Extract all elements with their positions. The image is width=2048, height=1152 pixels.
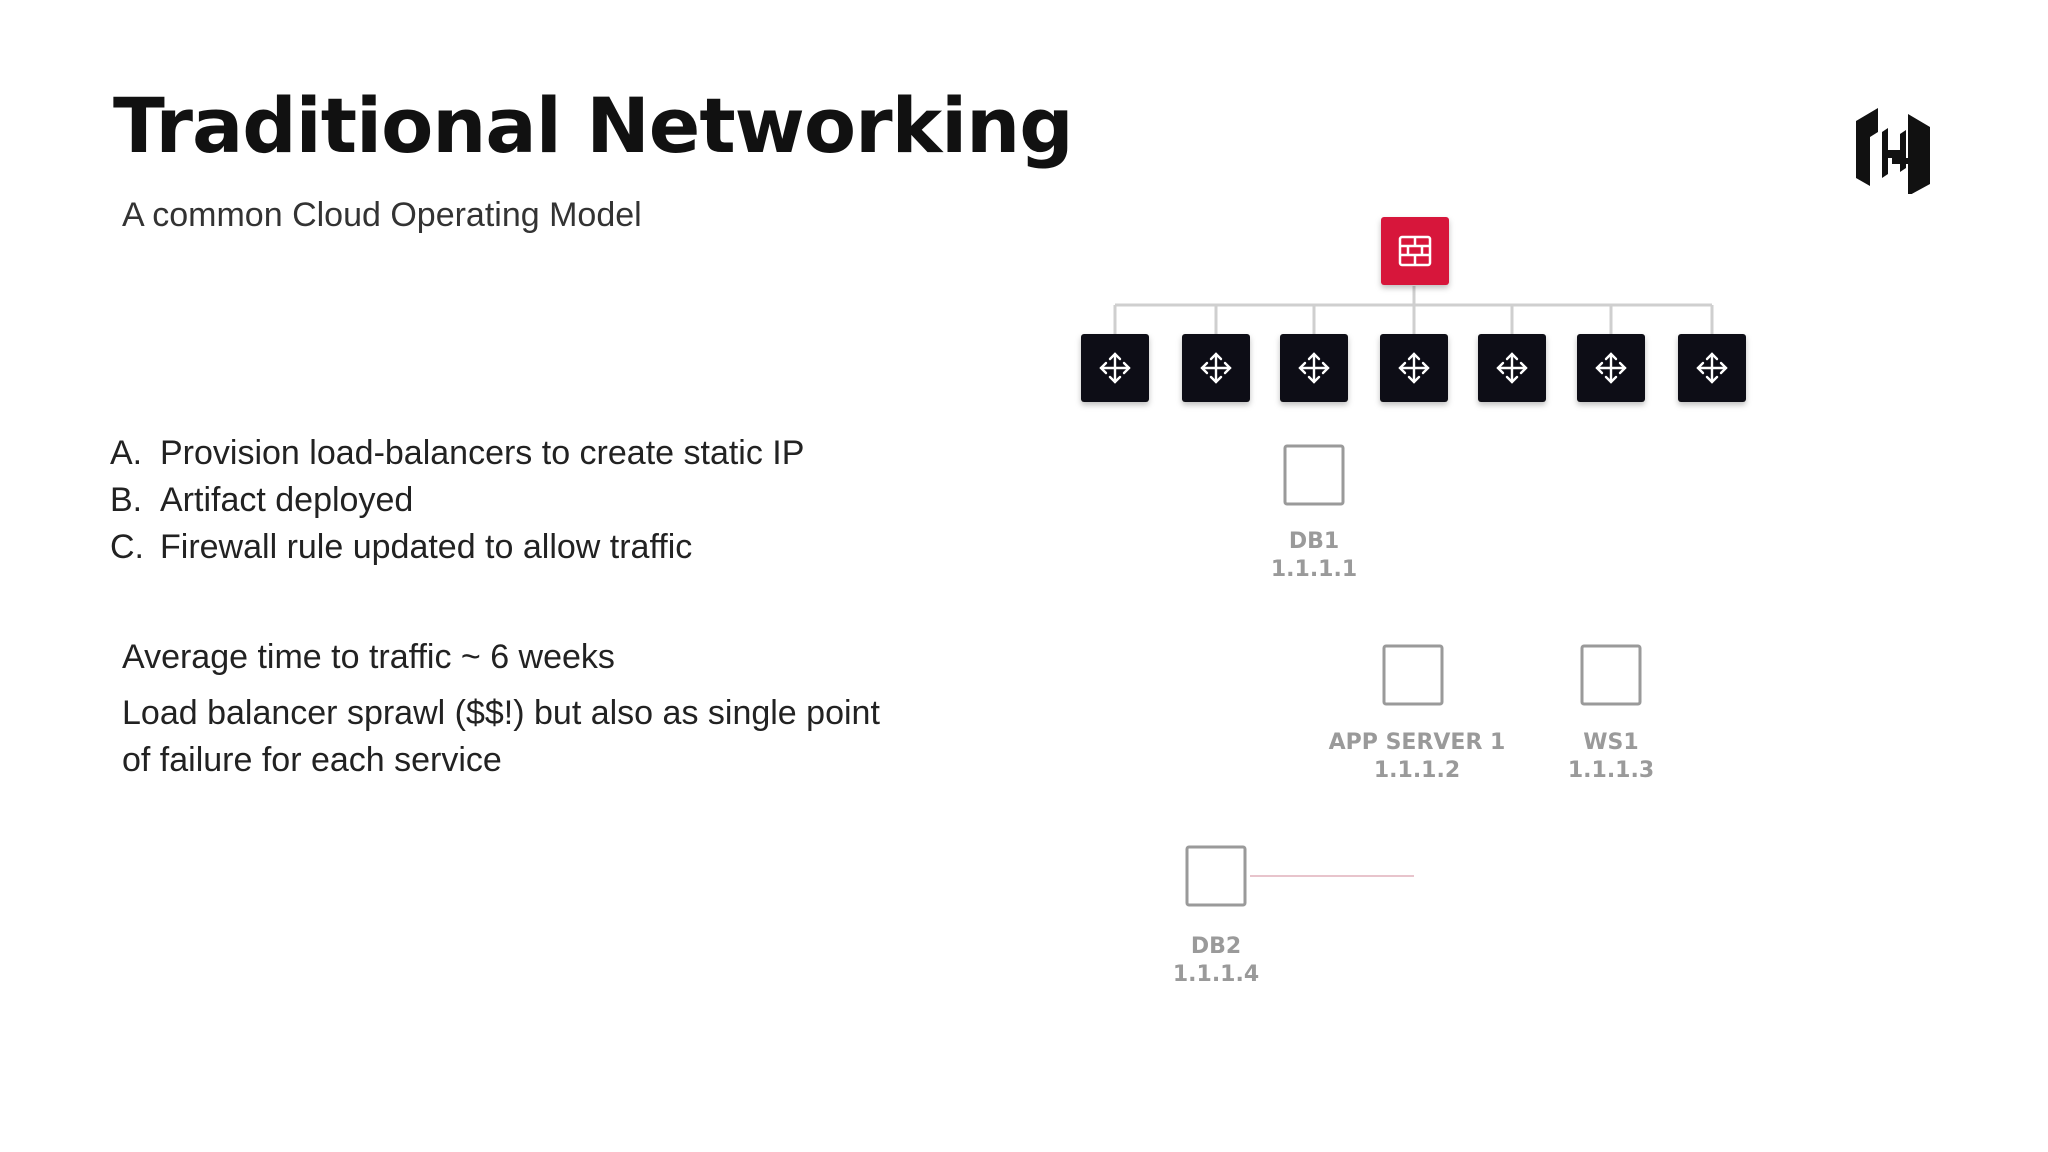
load-balancer-arrows-icon (1398, 352, 1430, 384)
step-letter: B. (110, 481, 143, 519)
node-name: WS1 (1583, 730, 1638, 755)
step-item: B. Artifact deployed (110, 477, 804, 524)
load-balancer (1577, 334, 1645, 402)
slide-title: Traditional Networking (113, 81, 1074, 170)
firewall-icon (1398, 235, 1432, 267)
load-balancer-arrows-icon (1595, 352, 1627, 384)
network-diagram: DB1 1.1.1.1 APP SERVER 1 1.1.1.2 WS1 1.1… (1070, 217, 1790, 988)
load-balancer-arrows-icon (1696, 352, 1728, 384)
step-letter: A. (110, 434, 143, 472)
node-ip: 1.1.1.2 (1374, 758, 1460, 783)
load-balancer (1182, 334, 1250, 402)
hashicorp-logo-icon (1856, 108, 1930, 194)
load-balancer (1678, 334, 1746, 402)
server-node-db1: DB1 1.1.1.1 (1264, 444, 1364, 583)
load-balancer-row (1081, 334, 1746, 402)
node-name: DB1 (1289, 529, 1339, 554)
server-node-db2: DB2 1.1.1.4 (1166, 845, 1266, 988)
step-letter: C. (110, 528, 144, 566)
step-text: Firewall rule updated to allow traffic (160, 528, 693, 566)
load-balancer-arrows-icon (1496, 352, 1528, 384)
step-text: Provision load-balancers to create stati… (160, 434, 805, 472)
step-item: C. Firewall rule updated to allow traffi… (110, 524, 804, 571)
load-balancer (1280, 334, 1348, 402)
node-ip: 1.1.1.4 (1173, 962, 1259, 987)
slide-subtitle: A common Cloud Operating Model (122, 196, 642, 234)
step-text: Artifact deployed (160, 481, 414, 519)
node-ip: 1.1.1.3 (1568, 758, 1654, 783)
firewall-node (1381, 217, 1449, 285)
load-balancer-arrows-icon (1099, 352, 1131, 384)
steps-list: A. Provision load-balancers to create st… (110, 430, 804, 571)
server-node-app-server-1: APP SERVER 1 1.1.1.2 (1329, 644, 1506, 784)
average-time-note: Average time to traffic ~ 6 weeks (122, 638, 615, 676)
firewall-connectors (1113, 286, 1714, 335)
server-node-ws1: WS1 1.1.1.3 (1561, 644, 1661, 784)
node-ip: 1.1.1.1 (1271, 557, 1357, 582)
load-balancer (1081, 334, 1149, 402)
load-balancer (1478, 334, 1546, 402)
node-name: DB2 (1191, 934, 1241, 959)
load-balancer-arrows-icon (1298, 352, 1330, 384)
load-balancer (1380, 334, 1448, 402)
step-item: A. Provision load-balancers to create st… (110, 430, 804, 477)
load-balancer-arrows-icon (1200, 352, 1232, 384)
node-name: APP SERVER 1 (1329, 730, 1506, 755)
sprawl-note: Load balancer sprawl ($$!) but also as s… (122, 694, 880, 779)
